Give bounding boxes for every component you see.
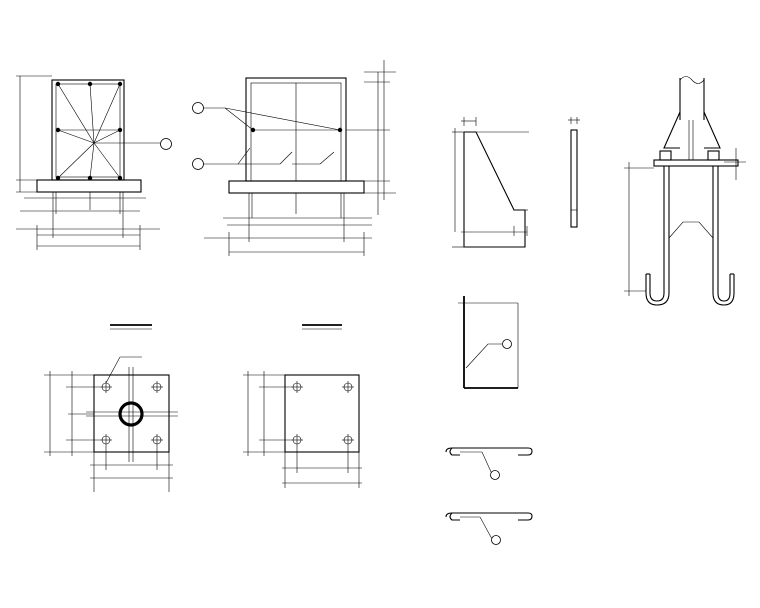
base-plate-plan-a [44, 324, 178, 492]
dimension-lines [204, 60, 396, 256]
column-base-section-b [192, 60, 396, 256]
column-pipe [118, 401, 144, 427]
base-plate-plan-b [243, 324, 362, 488]
hook-bar-2 [445, 512, 533, 545]
anchor-bolts [52, 192, 124, 214]
stiffener-detail [458, 296, 519, 389]
callout-bubble [502, 339, 512, 349]
callout-bubble [192, 158, 204, 170]
stiffener-plate-edge [568, 117, 580, 228]
hook-bar-1 [445, 447, 533, 480]
rebar-dots [55, 81, 123, 181]
anchor-bolts [248, 193, 345, 218]
leader-lines [203, 107, 341, 165]
callout-bubble [491, 535, 501, 545]
anchor-bolt-assembly [624, 76, 746, 306]
dimension-lines [243, 371, 362, 488]
bolt-holes [100, 381, 163, 446]
rebar-fan-lines [57, 83, 121, 179]
stiffener-plate [452, 117, 529, 248]
callout-bubble [490, 470, 500, 480]
bolt-holes [291, 381, 354, 446]
callout-bubble [160, 138, 172, 150]
stiffener-cross [86, 367, 178, 462]
column-base-section-a [16, 75, 172, 250]
nut [659, 150, 672, 161]
dimension-lines [16, 75, 160, 250]
dimension-lines [44, 371, 173, 492]
nut [707, 150, 720, 161]
hook-bolt-right [712, 166, 735, 306]
dimension-lines [452, 117, 528, 248]
hook-bolt-left [645, 166, 670, 306]
callout-bubble [192, 102, 204, 114]
